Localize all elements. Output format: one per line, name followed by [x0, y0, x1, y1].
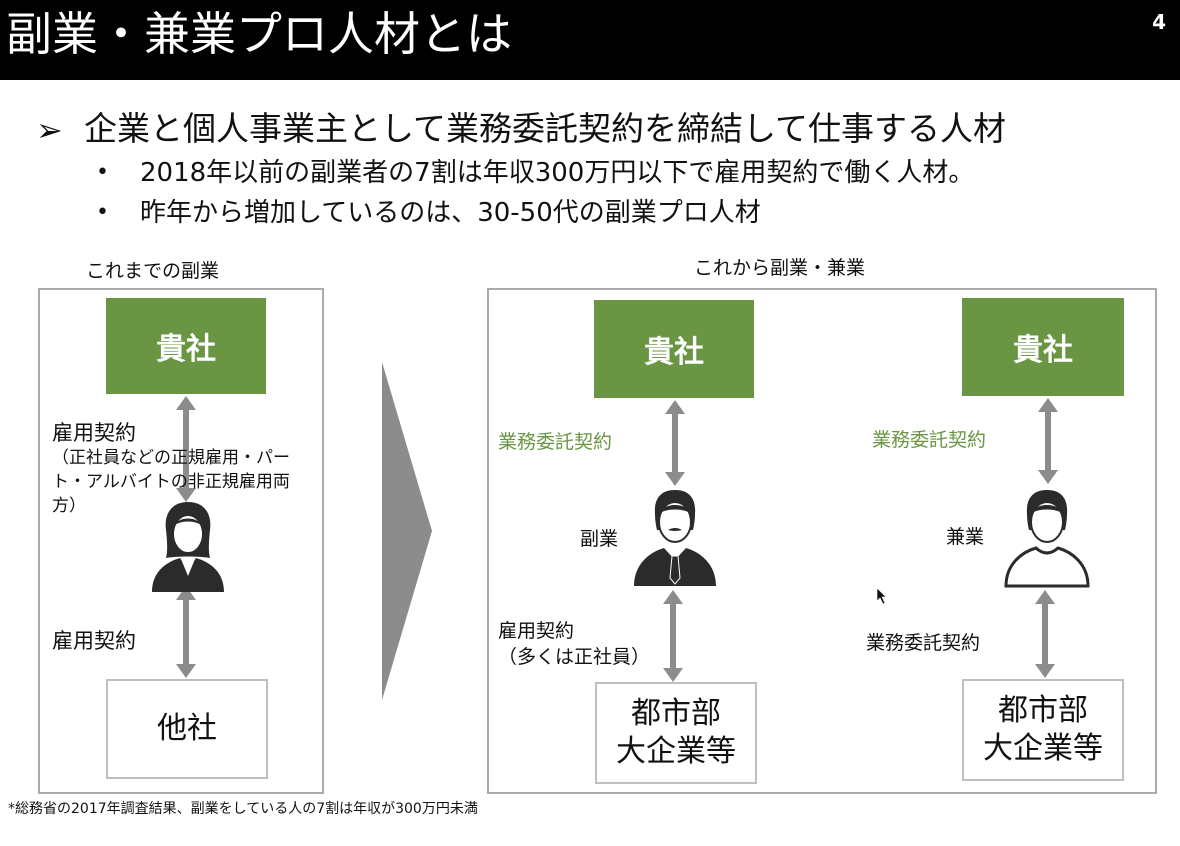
slide-title: 副業・兼業プロ人材とは	[6, 7, 512, 61]
person-icon	[152, 502, 224, 592]
company-box-bottom: 他社	[106, 679, 268, 779]
large-company-line1: 都市部	[631, 696, 721, 731]
employment-contract-label: 雇用契約	[498, 620, 575, 642]
outsourcing-contract-label: 業務委託契約	[872, 429, 987, 451]
left-panel-label: これまでの副業	[86, 260, 220, 282]
left-contract-top: 雇用契約	[52, 421, 136, 445]
bullet-item: 昨年から増加しているのは、30-50代の副業プロ人材	[140, 198, 761, 228]
bullet-dot-icon: •	[96, 160, 109, 185]
chevron-arrow-icon	[382, 362, 432, 700]
footnote: *総務省の2017年調査結果、副業をしている人の7割は年収が300万円未満	[8, 801, 478, 817]
bullet-dot-icon: •	[96, 200, 109, 225]
lead-text: 企業と個人事業主として業務委託契約を締結して仕事する人材	[84, 109, 1007, 148]
large-company-box: 都市部 大企業等	[595, 682, 757, 784]
right-panel-label: これから副業・兼業	[694, 257, 866, 279]
page-number: 4	[1152, 10, 1166, 34]
side-job-label: 副業	[580, 528, 619, 550]
left-contract-bottom: 雇用契約	[52, 629, 136, 653]
casual-person-icon	[1004, 490, 1090, 588]
outsourcing-contract-label: 業務委託契約	[498, 431, 613, 453]
large-company-line2: 大企業等	[616, 734, 736, 769]
bullet-item: 2018年以前の副業者の7割は年収300万円以下で雇用契約で働く人材。	[140, 158, 975, 188]
outsourcing-contract-bottom-label: 業務委託契約	[866, 632, 981, 654]
large-company-line1: 都市部	[998, 693, 1088, 728]
large-company-line2: 大企業等	[983, 731, 1103, 766]
lead-bullet-icon: ➢	[36, 111, 63, 149]
company-box-top: 貴社	[594, 300, 754, 398]
businessman-icon	[634, 490, 716, 586]
company-box-top: 貴社	[962, 298, 1124, 396]
left-contract-top-note: （正社員などの正規雇用・パート・アルバイトの非正規雇用両方）	[52, 448, 290, 516]
concurrent-job-label: 兼業	[946, 526, 985, 548]
employment-contract-note: （多くは正社員）	[498, 646, 651, 668]
cursor-icon	[876, 587, 887, 605]
large-company-box: 都市部 大企業等	[962, 679, 1124, 781]
company-box-top: 貴社	[106, 298, 266, 394]
title-bar	[0, 0, 1180, 80]
